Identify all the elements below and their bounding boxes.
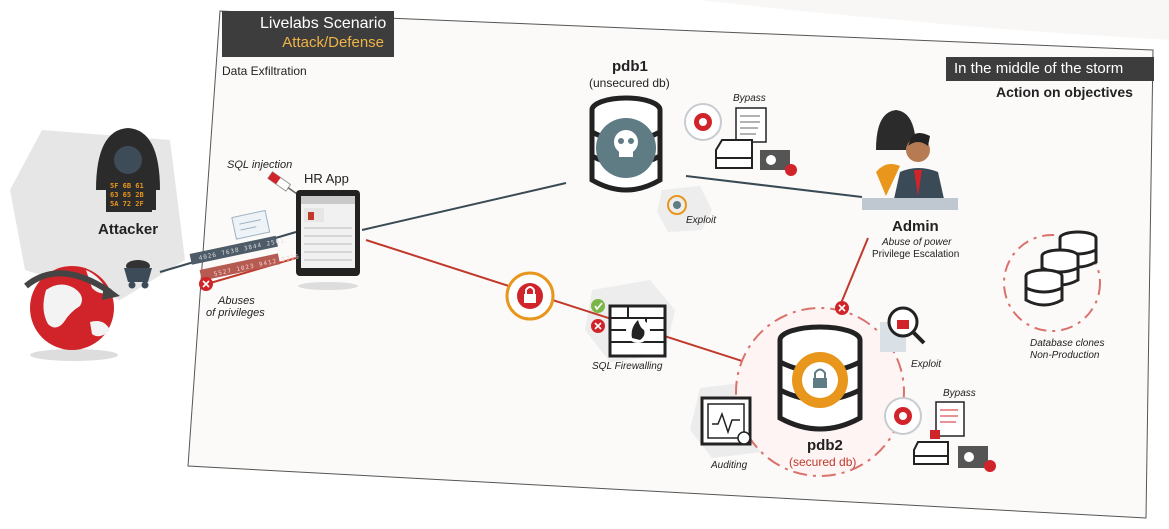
link-pdb1-admin: [685, 175, 863, 198]
pdb1-document-icon: [735, 107, 767, 143]
hr-app-tablet-icon: [296, 190, 360, 290]
abuses-label: Abuses: [218, 295, 255, 307]
pdb2-bypass-gear-icon: [884, 397, 922, 435]
pdb1-database-icon: [589, 95, 663, 193]
action-on-objectives-label: Action on objectives: [996, 84, 1133, 100]
admin-escalation-label: Privilege Escalation: [872, 249, 960, 260]
storm-banner: In the middle of the storm: [946, 57, 1154, 81]
db-clones-label: Database clones: [1030, 338, 1105, 349]
stolen-card-strip-1: [189, 235, 278, 265]
storm-banner-text: In the middle of the storm: [954, 60, 1124, 77]
attacker-code-grid: 5F 6B 61 63 65 2B 5A 72 2F: [108, 181, 156, 210]
pdb2-bypass-label: Bypass: [943, 388, 976, 399]
lock-circle-icon: [505, 271, 555, 321]
link-hrapp-pdb2: [365, 239, 771, 371]
pdb2-database-icon: [777, 324, 863, 432]
auditing-label: Auditing: [711, 460, 748, 471]
data-exfiltration-label: Data Exfiltration: [222, 64, 307, 78]
non-production-label: Non-Production: [1030, 350, 1100, 361]
pdb2-desc: (secured db): [789, 455, 857, 469]
admin-label: Admin: [892, 218, 939, 235]
pdb2-server-icon: [913, 441, 996, 472]
check-icon: [591, 299, 605, 313]
pdb2-label: pdb2: [807, 437, 843, 454]
code-row: 5A 72 2F: [110, 200, 144, 208]
scenario-subtitle-attack-defense: Attack/Defense: [282, 34, 384, 51]
scenario-title: Livelabs Scenario: [260, 15, 387, 32]
globe-icon: [24, 266, 120, 361]
of-privileges-label: of privileges: [206, 307, 265, 319]
database-clones-icon: [1024, 230, 1098, 307]
pdb1-exploit-label: Exploit: [686, 215, 717, 226]
syringe-icon: [267, 171, 297, 195]
pdb1-label: pdb1: [612, 58, 648, 75]
pdb1-exploit-icon: [667, 195, 687, 215]
admin-abuse-label: Abuse of power: [882, 237, 952, 248]
attacker-backdrop-hex: [10, 130, 185, 300]
background-texture: [700, 0, 1169, 40]
code-row: 5F 6B 61: [110, 182, 144, 190]
pdb2-exploit-magnifier-icon: [880, 306, 926, 352]
pdb1-bypass-label: Bypass: [733, 93, 766, 104]
pdb2-exploit-label: Exploit: [911, 359, 942, 370]
auditing-safe-icon: [700, 396, 752, 446]
blocked-x-icon-abuses: [199, 277, 213, 291]
pdb1-desc: (unsecured db): [589, 76, 670, 90]
hr-app-label: HR App: [304, 171, 349, 186]
sql-injection-label: SQL injection: [227, 159, 293, 171]
scenario-title-box: Livelabs Scenario Attack/Defense: [222, 11, 394, 57]
admin-figure-icon: [862, 110, 958, 210]
clones-ring: [1003, 234, 1101, 332]
link-hrapp-pdb1: [361, 182, 567, 231]
sql-firewall-icon: [608, 304, 667, 358]
pdb2-document-icon: [930, 401, 965, 439]
sql-firewalling-label: SQL Firewalling: [592, 361, 663, 372]
code-row: 63 65 2B: [110, 191, 144, 199]
link-attacker-hrapp-red: [199, 257, 297, 287]
mine-cart-icon: [124, 260, 152, 289]
pdb1-server-icon: [715, 139, 797, 176]
blocked-x-icon-admin: [835, 301, 849, 315]
pdb1-bypass-gear-icon: [684, 103, 722, 141]
blocked-x-icon-firewall: [591, 319, 605, 333]
attacker-label: Attacker: [98, 221, 159, 238]
certificate-icon: [231, 209, 271, 240]
stolen-card-strip-2: [199, 253, 281, 281]
